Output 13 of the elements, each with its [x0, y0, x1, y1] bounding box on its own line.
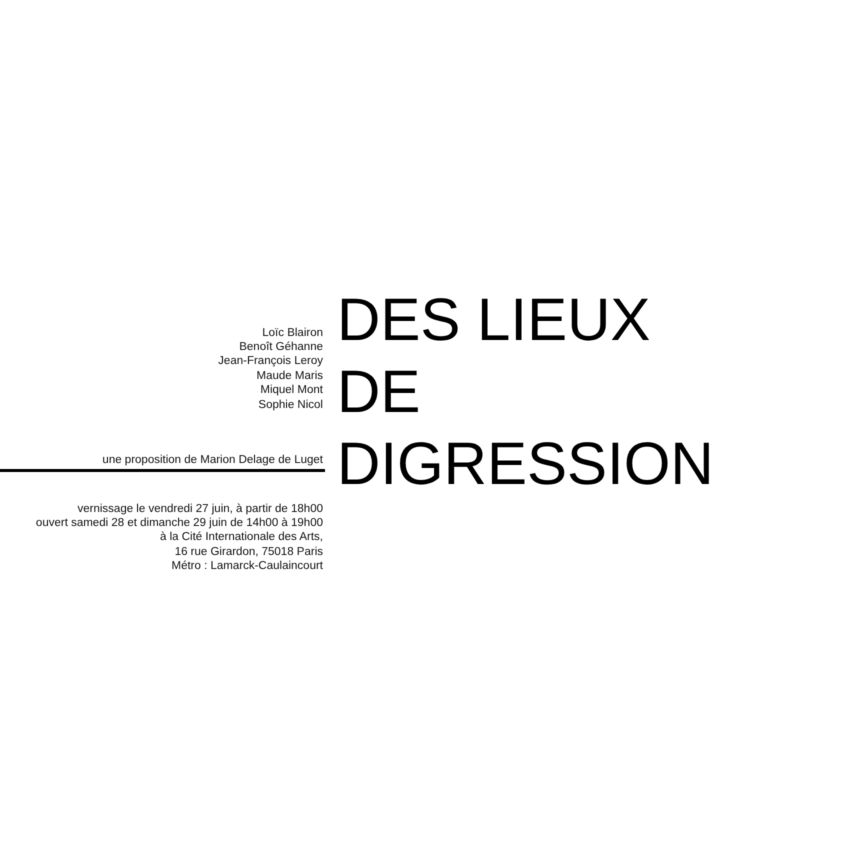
artist-name: Maude Maris: [256, 369, 323, 383]
artist-name: Benoît Géhanne: [239, 340, 323, 354]
credit-line: une proposition de Marion Delage de Luget: [102, 453, 323, 467]
artist-name: Jean-François Leroy: [218, 354, 323, 368]
event-info-line: vernissage le vendredi 27 juin, à partir de 18h00: [78, 502, 323, 516]
event-info-line: Métro : Lamarck-Caulaincourt: [172, 559, 323, 573]
artist-name: Miquel Mont: [260, 383, 323, 397]
event-info-line: ouvert samedi 28 et dimanche 29 juin de 14h00 à 19h00: [36, 516, 323, 530]
poster-title: DES LIEUX DE DIGRESSION: [337, 285, 714, 499]
event-info-line: à la Cité Internationale des Arts,: [160, 530, 323, 544]
artist-name: Sophie Nicol: [258, 398, 323, 412]
artist-name: Loïc Blairon: [262, 326, 323, 340]
event-info-line: 16 rue Girardon, 75018 Paris: [174, 545, 323, 559]
